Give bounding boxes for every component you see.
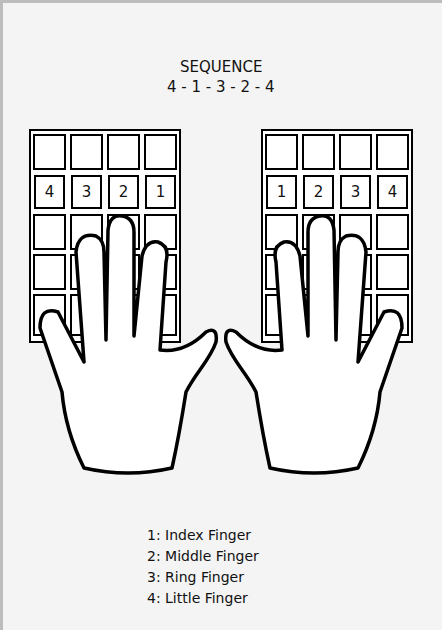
finger-legend-line: 1: Index Finger xyxy=(147,527,251,543)
finger-legend-line: 4: Little Finger xyxy=(147,590,248,606)
finger-key: 3 xyxy=(340,175,371,209)
finger-key: 2 xyxy=(108,175,139,209)
finger-legend-line: 2: Middle Finger xyxy=(147,548,259,564)
finger-key: 2 xyxy=(303,175,334,209)
finger-key: 1 xyxy=(145,175,176,209)
key-number: 4 xyxy=(45,183,55,201)
key-number: 4 xyxy=(388,183,398,201)
sequence-text: 4 - 1 - 3 - 2 - 4 xyxy=(167,78,275,96)
finger-key: 4 xyxy=(34,175,65,209)
finger-key: 1 xyxy=(266,175,297,209)
diagram-title: SEQUENCE xyxy=(180,58,262,76)
right-hand-keypad xyxy=(226,130,412,473)
key-number: 3 xyxy=(351,183,361,201)
finger-key: 3 xyxy=(71,175,102,209)
finger-legend-line: 3: Ring Finger xyxy=(147,569,244,585)
finger-key: 4 xyxy=(377,175,408,209)
key-number: 1 xyxy=(277,183,287,201)
key-number: 2 xyxy=(119,183,129,201)
key-number: 2 xyxy=(314,183,324,201)
key-number: 1 xyxy=(156,183,166,201)
left-hand-keypad xyxy=(30,130,216,473)
key-number: 3 xyxy=(82,183,92,201)
